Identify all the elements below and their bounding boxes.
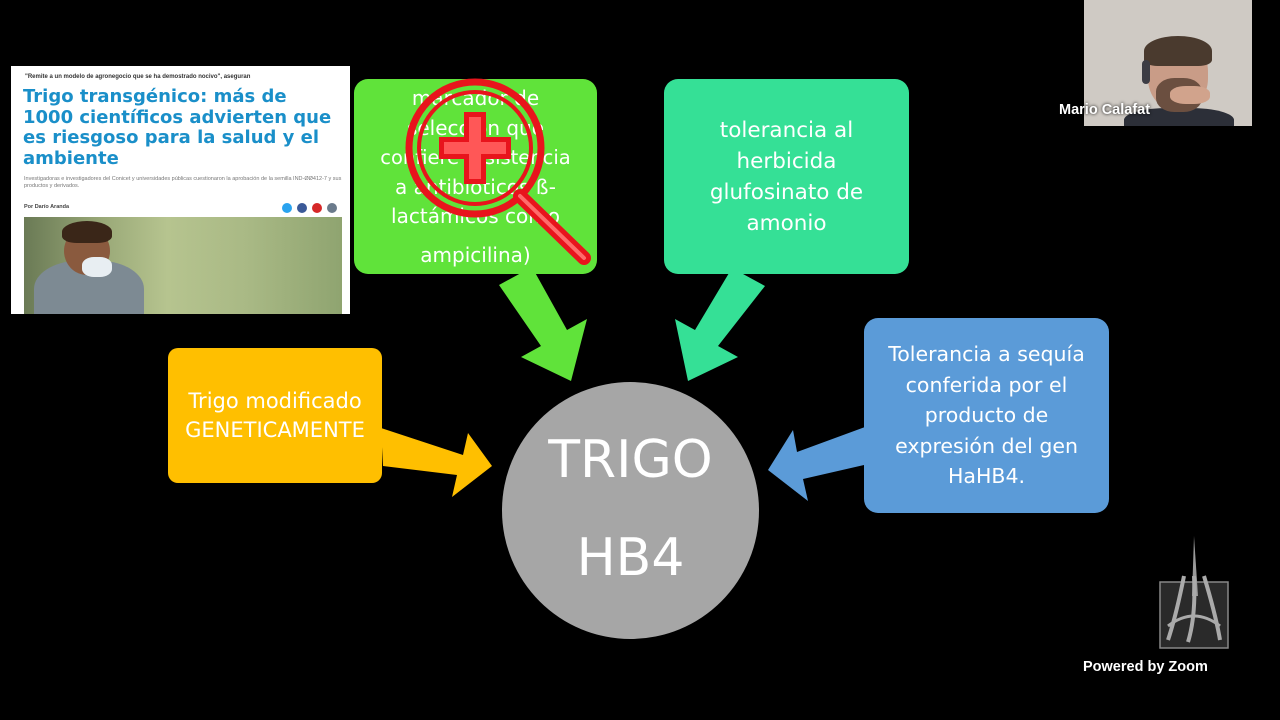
participant-name: Mario Calafat — [1059, 102, 1151, 118]
participant-hair — [1144, 36, 1212, 66]
twitter-icon — [282, 203, 292, 213]
arrow-blue-to-center — [768, 427, 865, 501]
blue-line: HaHB4. — [947, 464, 1025, 489]
arrow-green-to-center — [499, 267, 587, 381]
teal-line: glufosinato de — [709, 179, 864, 205]
teal-text-block: tolerancia al herbicida glufosinato de a… — [710, 115, 863, 239]
face-mask — [82, 257, 112, 277]
clipping-kicker: "Remite a un modelo de agronegocio que s… — [25, 74, 251, 80]
yellow-line: GENETICAMENTE — [185, 417, 365, 442]
wheat-field-photo — [24, 217, 342, 314]
blue-line: conferida por el — [905, 372, 1068, 397]
arrow-teal-to-center — [675, 268, 765, 381]
yellow-text-block: Trigo modificado GENETICAMENTE — [185, 387, 365, 445]
news-clipping-image: "Remite a un modelo de agronegocio que s… — [11, 66, 350, 314]
green-line: ampicilina) — [420, 243, 531, 267]
center-title-line1: TRIGO — [548, 430, 713, 490]
clipping-headline: Trigo transgénico: más de 1000 científic… — [23, 86, 332, 169]
box-genetically-modified: Trigo modificado GENETICAMENTE — [168, 348, 382, 483]
zoom-in-icon[interactable] — [398, 76, 594, 272]
facebook-icon — [297, 203, 307, 213]
blue-line: producto de — [924, 403, 1049, 428]
participant-shirt — [1124, 108, 1234, 126]
arrow-yellow-to-center — [381, 428, 492, 497]
blue-line: Tolerancia a sequía — [888, 342, 1085, 367]
blue-line: expresión del gen — [895, 433, 1078, 458]
clipping-subtitle: Investigadoras e investigadores del Coni… — [24, 176, 342, 189]
blue-text-block: Tolerancia a sequía conferida por el pro… — [888, 339, 1085, 492]
powered-by-zoom: Powered by Zoom — [1083, 659, 1208, 675]
person-hair — [62, 221, 112, 243]
center-circle — [502, 382, 759, 639]
youtube-icon — [312, 203, 322, 213]
teal-line: herbicida — [736, 148, 837, 174]
institution-logo — [1159, 536, 1229, 649]
box-drought-tolerance: Tolerancia a sequía conferida por el pro… — [864, 318, 1109, 513]
headphones-icon — [1142, 60, 1150, 84]
email-icon — [327, 203, 337, 213]
yellow-line: Trigo modificado — [188, 388, 362, 413]
clipping-author: Por Darío Aranda — [24, 204, 70, 210]
participant-hand — [1170, 86, 1210, 104]
center-title-line2: HB4 — [576, 528, 685, 588]
participant-video[interactable] — [1084, 0, 1252, 126]
teal-line: tolerancia al — [719, 117, 854, 143]
teal-line: amonio — [746, 210, 827, 236]
box-herbicide-tolerance: tolerancia al herbicida glufosinato de a… — [664, 79, 909, 274]
